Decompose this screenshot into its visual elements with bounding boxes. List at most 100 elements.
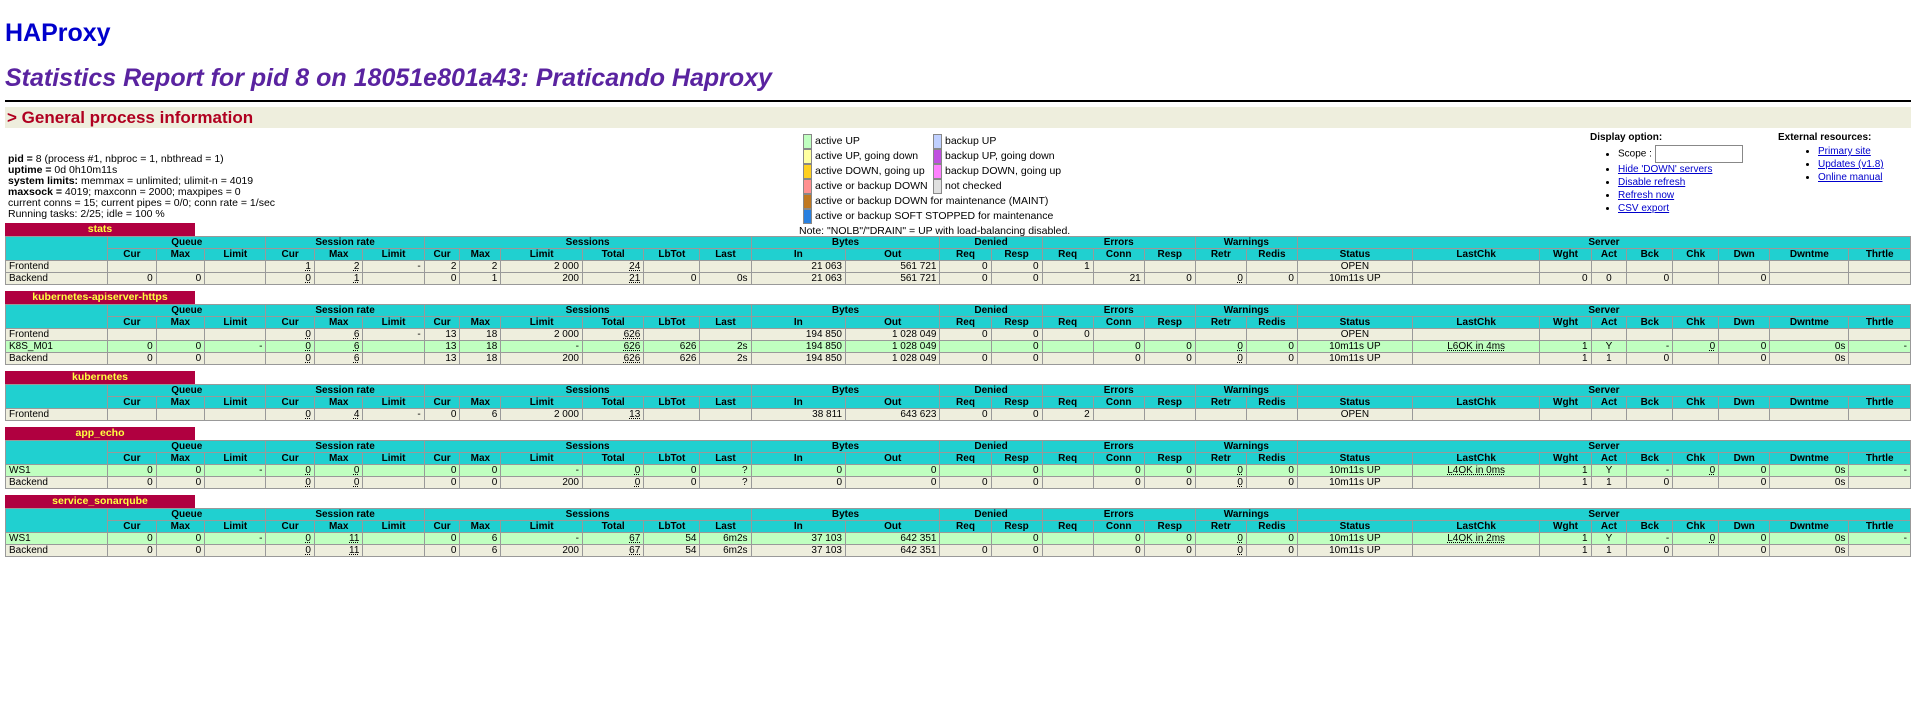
column-header: Wght xyxy=(1539,316,1592,329)
pinfo-line: Running tasks: 2/25; idle = 100 % xyxy=(8,208,165,220)
column-header: Limit xyxy=(362,248,425,261)
stat-cell: 642 351 xyxy=(844,532,941,545)
stat-cell: 4 xyxy=(313,408,364,421)
group-header: Queue xyxy=(107,508,267,521)
group-header: Denied xyxy=(939,304,1043,317)
stat-cell: 1 xyxy=(1539,464,1592,477)
stat-cell: 0 xyxy=(750,476,847,489)
row-name[interactable]: Frontend xyxy=(4,260,109,273)
stat-cell: 200 xyxy=(500,544,583,557)
stat-cell: 0 xyxy=(990,476,1043,489)
external-resources: External resources: Primary site Updates… xyxy=(1778,132,1884,184)
stat-cell xyxy=(1194,260,1247,273)
proxy-title[interactable]: service_sonarqube xyxy=(5,495,195,508)
stat-cell: 0 xyxy=(155,476,206,489)
stat-cell: ? xyxy=(699,464,752,477)
scope-input[interactable] xyxy=(1654,145,1743,163)
hide-down-servers-link[interactable]: Hide 'DOWN' servers xyxy=(1618,164,1713,175)
legend-item: active DOWN, going up xyxy=(803,164,1053,179)
group-header: Denied xyxy=(939,508,1043,521)
column-header: Limit xyxy=(204,452,267,465)
row-name[interactable]: Backend xyxy=(4,544,109,557)
column-header: Bck xyxy=(1626,452,1674,465)
stat-cell: 2 000 xyxy=(500,328,583,341)
row-name[interactable]: Frontend xyxy=(4,328,109,341)
stat-cell xyxy=(362,272,425,285)
column-header: Cur xyxy=(265,452,315,465)
stat-cell: - xyxy=(362,328,425,341)
stat-cell xyxy=(643,260,701,273)
proxy-title[interactable]: kubernetes xyxy=(5,371,195,384)
row-name[interactable]: Backend xyxy=(4,272,109,285)
stat-cell: 0 xyxy=(581,476,645,489)
csv-export-link[interactable]: CSV export xyxy=(1618,203,1670,214)
legend-swatch xyxy=(803,149,812,164)
primary-site-link[interactable]: Primary site xyxy=(1818,146,1871,157)
pinfo-line: maxsock = 4019; maxconn = 2000; maxpipes… xyxy=(8,186,241,198)
online-manual-link[interactable]: Online manual xyxy=(1818,172,1883,183)
column-header: Status xyxy=(1296,316,1413,329)
stat-cell: 21 xyxy=(1092,272,1145,285)
stat-cell xyxy=(107,260,157,273)
column-header: Dwn xyxy=(1718,452,1771,465)
stat-cell xyxy=(699,328,752,341)
stat-cell: 0 xyxy=(1245,272,1298,285)
stat-cell xyxy=(1769,408,1850,421)
proxy-title[interactable]: stats xyxy=(5,223,195,236)
updates-link[interactable]: Updates (v1.8) xyxy=(1818,159,1884,170)
column-header: Limit xyxy=(362,452,425,465)
report-title: Statistics Report for pid 8 on 18051e801… xyxy=(5,64,772,92)
stat-cell xyxy=(1143,260,1196,273)
stat-cell: 0 xyxy=(265,464,315,477)
column-header: Act xyxy=(1590,520,1628,533)
stat-cell: 0s xyxy=(1769,532,1850,545)
row-name[interactable]: WS1 xyxy=(4,464,109,477)
stat-cell xyxy=(362,544,425,557)
stat-cell xyxy=(1092,328,1145,341)
column-header: Wght xyxy=(1539,248,1592,261)
legend-item: active or backup SOFT STOPPED for mainte… xyxy=(803,209,1053,224)
row-name[interactable]: WS1 xyxy=(4,532,109,545)
refresh-now-link[interactable]: Refresh now xyxy=(1618,190,1675,201)
column-header: Thrtle xyxy=(1848,396,1911,409)
row-name[interactable]: Backend xyxy=(4,476,109,489)
stat-cell: 2 xyxy=(459,260,502,273)
legend-label: active or backup DOWN for maintenance (M… xyxy=(815,195,1049,207)
column-header: Redis xyxy=(1245,316,1298,329)
stat-cell xyxy=(107,408,157,421)
column-header: Total xyxy=(581,316,645,329)
group-header: Server xyxy=(1296,440,1912,453)
column-header: Total xyxy=(581,520,645,533)
stat-cell xyxy=(1590,328,1628,341)
stat-cell xyxy=(1848,260,1911,273)
stat-cell xyxy=(1411,408,1541,421)
stat-cell: 0 xyxy=(939,272,992,285)
stat-cell: 194 850 xyxy=(750,328,847,341)
stat-cell xyxy=(643,328,701,341)
row-name[interactable]: Frontend xyxy=(4,408,109,421)
stat-cell xyxy=(1672,272,1720,285)
column-header: Req xyxy=(1041,452,1094,465)
column-header: Cur xyxy=(423,316,461,329)
row-name[interactable]: K8S_M01 xyxy=(4,340,109,353)
stat-cell: - xyxy=(1848,464,1911,477)
proxy-title[interactable]: kubernetes-apiserver-https xyxy=(5,291,195,304)
stat-cell: 6 xyxy=(459,532,502,545)
stat-cell xyxy=(1092,408,1145,421)
stat-cell: - xyxy=(1626,464,1674,477)
disable-refresh-link[interactable]: Disable refresh xyxy=(1618,177,1686,188)
proxy-title[interactable]: app_echo xyxy=(5,427,195,440)
stat-cell: 1 xyxy=(1590,544,1628,557)
stat-cell: 2 000 xyxy=(500,408,583,421)
column-header: Resp xyxy=(1143,248,1196,261)
row-name[interactable]: Backend xyxy=(4,352,109,365)
scope-item: Scope : xyxy=(1618,145,1743,163)
stat-cell: - xyxy=(204,464,267,477)
column-header: Resp xyxy=(1143,452,1196,465)
column-header: Max xyxy=(459,520,502,533)
column-header: Last xyxy=(699,520,752,533)
stat-cell: 0 xyxy=(990,272,1043,285)
stat-cell: 2s xyxy=(699,352,752,365)
